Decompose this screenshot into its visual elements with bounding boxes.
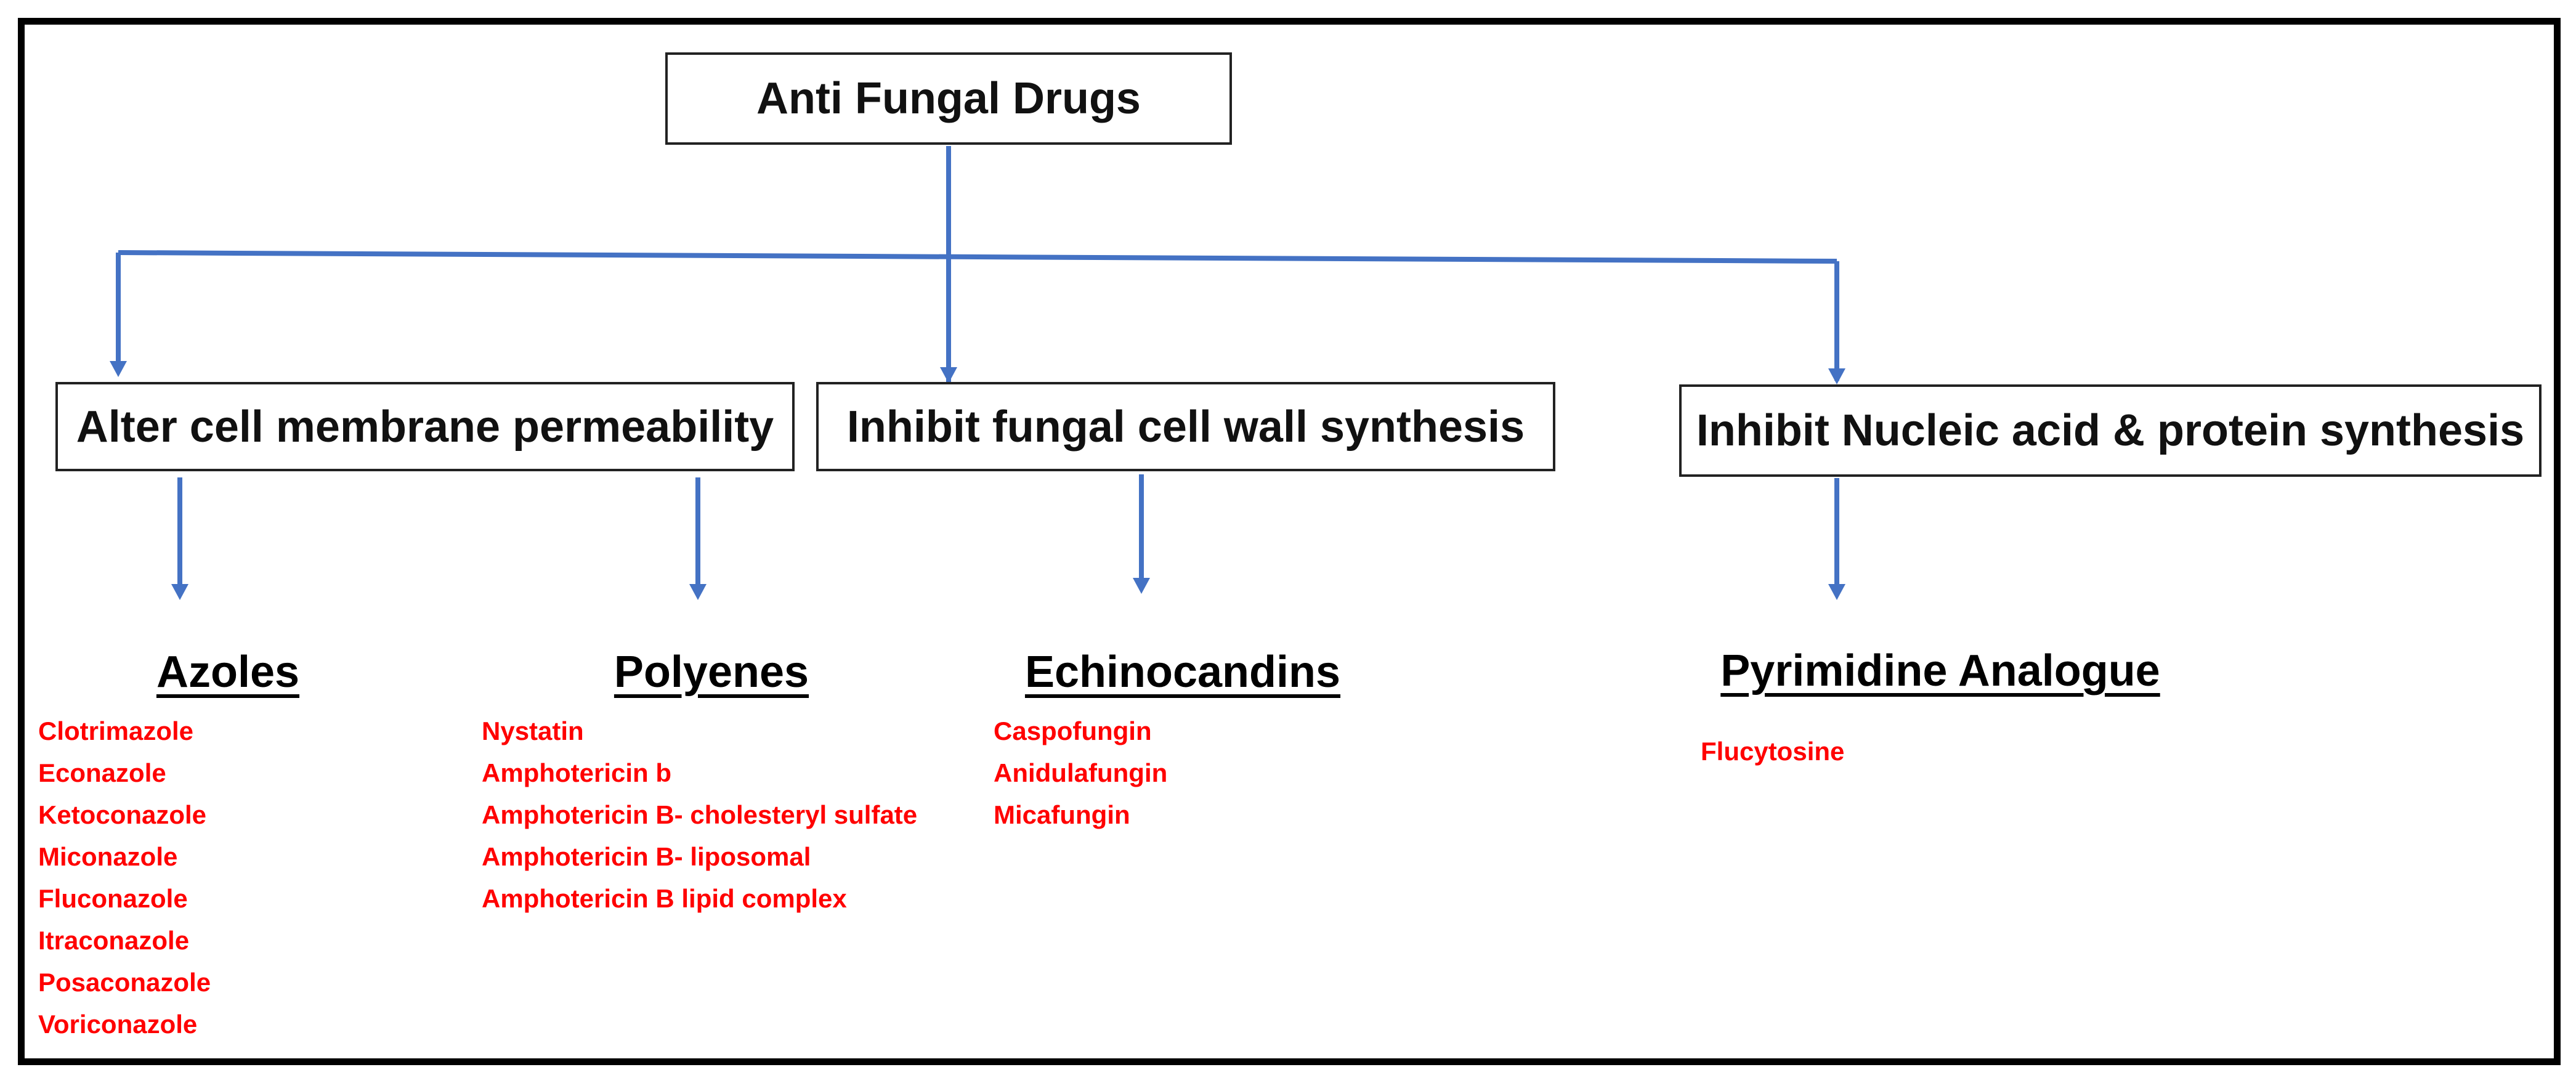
drug-item: Nystatin (482, 716, 584, 745)
drug-item: Amphotericin B- liposomal (482, 842, 811, 871)
drug-item: Miconazole (38, 842, 178, 871)
category-node-nucleic-acid: Inhibit Nucleic acid & protein synthesis (1679, 384, 2542, 477)
drug-item: Anidulafungin (994, 758, 1168, 787)
drug-item: Micafungin (994, 800, 1130, 829)
group-heading-pyrimidine-analogue: Pyrimidine Analogue (1720, 646, 2160, 696)
category-label: Inhibit Nucleic acid & protein synthesis (1696, 406, 2525, 455)
drug-item: Fluconazole (38, 884, 188, 913)
drug-item: Voriconazole (38, 1010, 198, 1039)
category-label: Inhibit fungal cell wall synthesis (846, 402, 1525, 452)
drug-item: Clotrimazole (38, 716, 194, 745)
drug-item: Caspofungin (994, 716, 1152, 745)
drug-list-polyenes: Nystatin Amphotericin b Amphotericin B- … (482, 710, 917, 920)
drug-item: Econazole (38, 758, 166, 787)
drug-list-azoles: Clotrimazole Econazole Ketoconazole Mico… (38, 710, 211, 1045)
drug-item: Posaconazole (38, 968, 211, 997)
group-heading-polyenes: Polyenes (614, 647, 809, 697)
drug-item: Flucytosine (1701, 737, 1845, 766)
drug-item: Itraconazole (38, 926, 190, 955)
drug-list-echinocandins: Caspofungin Anidulafungin Micafungin (994, 710, 1167, 836)
group-heading-azoles: Azoles (156, 647, 300, 697)
root-node: Anti Fungal Drugs (665, 52, 1232, 145)
drug-item: Amphotericin B- cholesteryl sulfate (482, 800, 918, 829)
drug-item: Amphotericin B lipid complex (482, 884, 847, 913)
drug-item: Ketoconazole (38, 800, 207, 829)
root-label: Anti Fungal Drugs (756, 74, 1141, 123)
drug-list-pyrimidine-analogue: Flucytosine (1701, 731, 1844, 773)
diagram-frame (18, 18, 2561, 1065)
category-node-membrane: Alter cell membrane permeability (55, 382, 795, 471)
group-heading-echinocandins: Echinocandins (1024, 647, 1341, 697)
drug-item: Amphotericin b (482, 758, 672, 787)
category-node-cell-wall: Inhibit fungal cell wall synthesis (816, 382, 1555, 471)
category-label: Alter cell membrane permeability (76, 402, 774, 452)
